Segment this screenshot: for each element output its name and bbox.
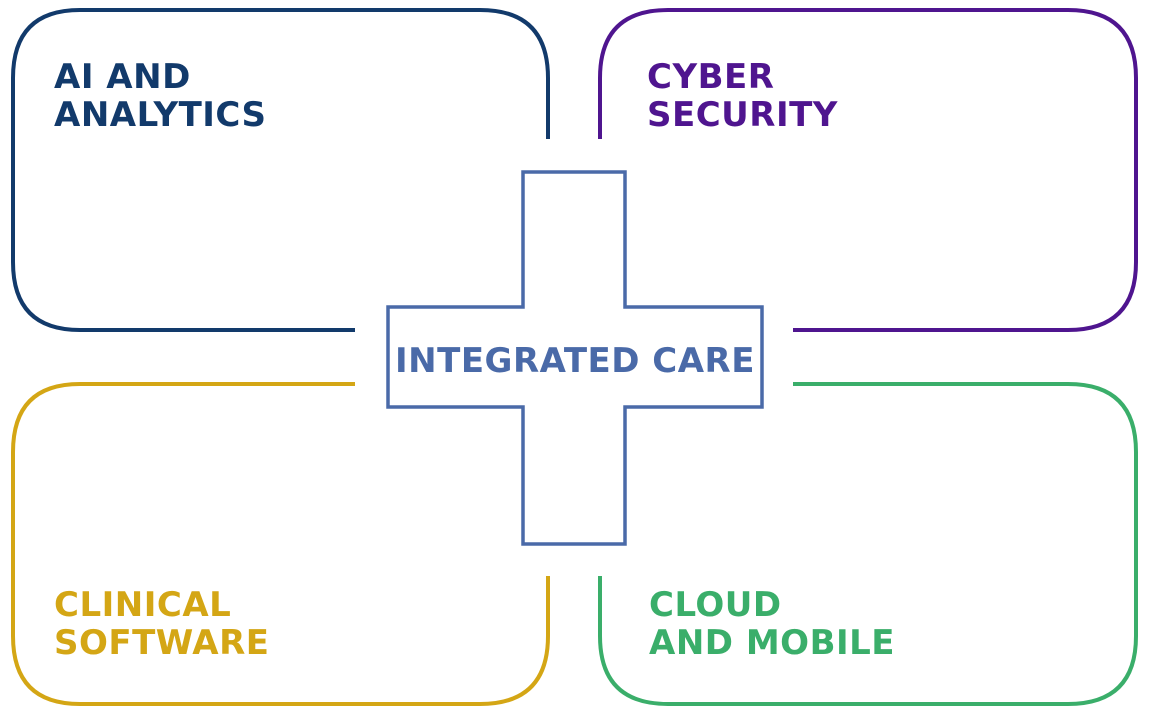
quadrant-title-clinical-software: CLINICAL SOFTWARE (54, 586, 270, 662)
quadrant-title-cyber-security: CYBER SECURITY (647, 58, 838, 134)
frame-cloud-and-mobile (598, 382, 1138, 706)
frame-cyber-security (598, 8, 1138, 332)
quadrant-title-ai-and-analytics: AI AND ANALYTICS (54, 58, 266, 134)
frame-clinical-software (11, 382, 550, 706)
title-line: AI AND (54, 57, 191, 97)
center-label: INTEGRATED CARE (395, 341, 755, 381)
title-line: CLINICAL (54, 585, 232, 625)
title-line: AND MOBILE (649, 623, 896, 663)
title-line: SOFTWARE (54, 623, 270, 663)
title-line: SECURITY (647, 95, 838, 135)
frame-ai-and-analytics (11, 8, 550, 332)
title-line: ANALYTICS (54, 95, 267, 135)
title-line: CYBER (647, 57, 775, 97)
title-line: CLOUD (649, 585, 782, 625)
quadrant-title-cloud-and-mobile: CLOUD AND MOBILE (649, 586, 895, 662)
medical-cross-icon (386, 170, 764, 546)
